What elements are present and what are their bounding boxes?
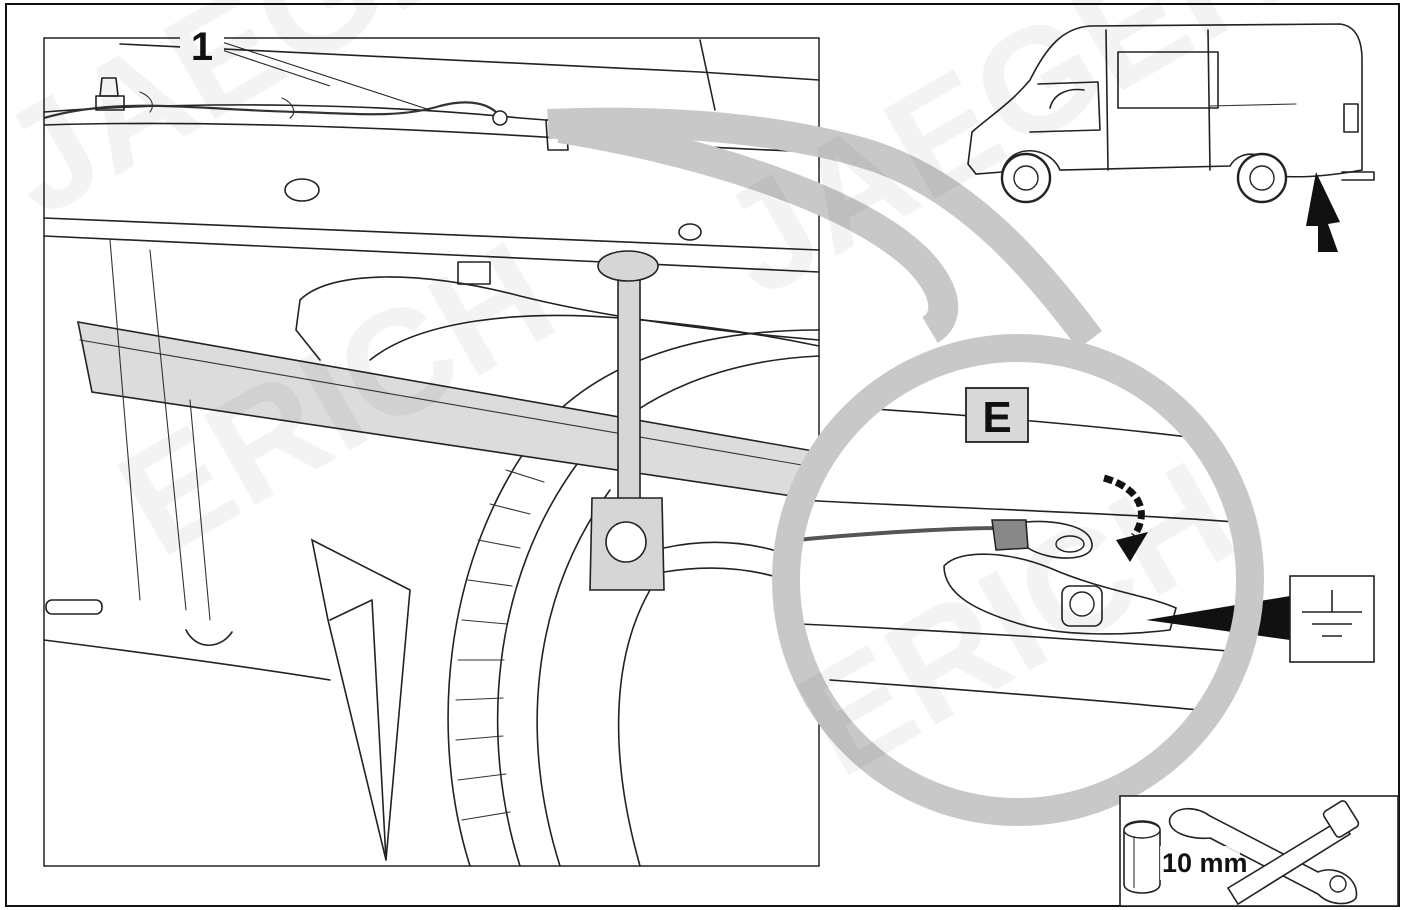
suspension-arm	[663, 541, 781, 553]
mudflap-fold	[329, 599, 387, 861]
callout-leader-line	[221, 49, 331, 87]
detail-label: E	[982, 393, 1011, 442]
ring-terminal-hole	[1055, 535, 1085, 553]
tool-size-label: 10 mm	[1162, 848, 1248, 878]
van-body	[967, 23, 1363, 178]
tool-size-label-bg	[1160, 846, 1240, 880]
tools-panel: 10 mm	[1119, 795, 1399, 907]
body-seam-line	[43, 122, 820, 153]
magnifier-ring	[772, 334, 1264, 826]
ground-stud-plate	[943, 553, 1177, 635]
pillar-line	[699, 39, 716, 111]
page-frame	[5, 3, 1400, 907]
chassis-beam-edge	[79, 339, 820, 469]
callout-number-bg	[180, 24, 224, 66]
body-hole	[678, 223, 702, 241]
vehicle-overview	[967, 23, 1375, 252]
cable-harness	[43, 101, 501, 120]
detail-body-line	[855, 407, 1197, 439]
rim-arc	[617, 589, 651, 867]
link-bolt	[605, 521, 647, 563]
panel-ribs	[109, 239, 211, 621]
van-tail-light	[1343, 103, 1359, 133]
stabiliser-link-rod	[617, 267, 641, 509]
detail-body-line	[829, 679, 1221, 713]
ratchet-icon	[1168, 807, 1358, 905]
body-hole	[284, 178, 320, 202]
hex-nut-face	[1069, 591, 1095, 617]
body-seam-line	[43, 217, 820, 251]
cable-tie	[99, 77, 119, 97]
tighten-arrow-icon	[1102, 474, 1145, 538]
socket-icon	[1123, 820, 1161, 894]
tighten-arrowhead	[1116, 532, 1148, 562]
main-illustration: 1	[43, 24, 820, 867]
link-top-mount	[597, 250, 659, 282]
body-clip	[185, 629, 233, 646]
tyre-tread-ticks	[455, 469, 545, 821]
wheel-arch-upper	[299, 276, 820, 341]
location-arrow-icon	[1306, 172, 1340, 252]
van-trim-line	[1209, 103, 1297, 107]
van-door-seam	[1207, 29, 1211, 171]
van-mirror	[1049, 88, 1085, 109]
tow-bar	[1341, 171, 1375, 181]
magnifier-band	[557, 113, 959, 343]
van-door-seam	[1105, 29, 1109, 171]
van-window	[1117, 51, 1219, 109]
suspension-arm	[663, 567, 781, 579]
van-front-wheel	[1000, 152, 1052, 204]
van-cab-door	[1029, 81, 1101, 133]
callout-leader-line	[221, 41, 431, 111]
drain-slot	[45, 599, 103, 615]
detail-body-line	[799, 499, 1237, 523]
ring-terminal	[492, 110, 508, 126]
cable-ties	[139, 91, 295, 119]
bracket-plate	[457, 261, 491, 285]
van-rear-wheel	[1236, 152, 1288, 204]
ground-icon	[1289, 575, 1375, 663]
roof-edge-line	[119, 43, 820, 81]
detail-label-box	[965, 387, 1029, 443]
tyre-sidewall-arc	[536, 489, 611, 867]
detail-magnifier: E	[772, 334, 1290, 826]
wheel-arch-edge	[295, 299, 321, 361]
extension-bar-icon	[1226, 800, 1360, 906]
ground-cable	[795, 526, 1003, 542]
tyre-tread-arc	[496, 355, 820, 867]
callout-number: 1	[191, 25, 213, 69]
detail-body-line	[799, 623, 1241, 653]
magnifier-band	[547, 107, 1102, 350]
sill-line	[43, 639, 331, 681]
